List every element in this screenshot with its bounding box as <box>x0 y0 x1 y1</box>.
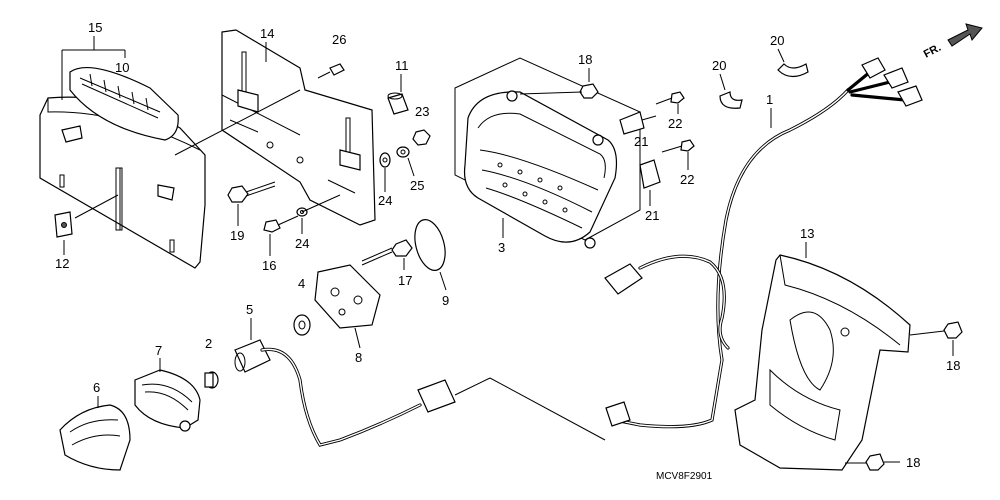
direction-label: FR. <box>922 42 943 61</box>
splash-guard-13: 13 <box>734 226 911 471</box>
bulb-2: 2 <box>204 336 219 389</box>
seal-ring <box>293 314 311 336</box>
washer-24a: 24 <box>378 152 392 208</box>
callout-label: 2 <box>205 336 212 351</box>
leader-line <box>174 89 301 156</box>
callout-label: 25 <box>410 178 424 193</box>
callout-label: 21 <box>634 134 648 149</box>
gasket-9: 9 <box>414 219 449 308</box>
callout-label: 20 <box>770 33 784 48</box>
front-direction-arrow: FR. <box>922 23 983 61</box>
callout-label: 9 <box>442 293 449 308</box>
callout-label: 17 <box>398 273 412 288</box>
washer-24b: 24 <box>295 207 309 251</box>
callout-label: 4 <box>298 276 305 291</box>
diagram-code: MCV8F2901 <box>656 471 713 482</box>
callout-label: 12 <box>55 256 69 271</box>
leader-line <box>74 194 119 219</box>
callout-label: 11 <box>395 58 409 73</box>
screw-22b: 22 <box>661 139 695 187</box>
bolt-18-right: 18 <box>909 321 963 373</box>
washer-25: 25 <box>396 146 424 193</box>
callout-label: 21 <box>645 208 659 223</box>
callout-label: 3 <box>498 240 505 255</box>
bulb-socket-5: 5 <box>234 302 456 447</box>
leader-line <box>489 377 606 441</box>
clamp-20b: 20 <box>770 33 809 78</box>
lens-6: 6 <box>59 380 131 471</box>
callout-label: 22 <box>668 116 682 131</box>
callout-label: 24 <box>378 193 392 208</box>
callout-label: 14 <box>260 26 274 41</box>
clip-21b: 21 <box>639 159 661 223</box>
callout-label: 15 <box>88 20 102 35</box>
callout-label: 26 <box>332 32 346 47</box>
callout-label: 22 <box>680 172 694 187</box>
taillight-assembly-3: 3 <box>454 57 641 255</box>
screw-16: 16 <box>262 215 299 273</box>
callout-label: 1 <box>766 92 773 107</box>
light-housing-7: 7 <box>134 343 201 432</box>
bolt-19: 19 <box>227 181 276 243</box>
bolt-26: 26 <box>317 32 346 79</box>
callout-label: 18 <box>946 358 960 373</box>
collar-11: 11 <box>387 58 409 115</box>
license-light-lens <box>69 66 179 141</box>
callout-label: 5 <box>246 302 253 317</box>
taillight-sub-harness <box>604 254 730 350</box>
callout-label: 6 <box>93 380 100 395</box>
callout-15: 15 <box>61 20 126 100</box>
nut-23: 23 <box>412 104 431 146</box>
callout-label: 18 <box>578 52 592 67</box>
callout-label: 19 <box>230 228 244 243</box>
license-bracket-14: 14 <box>221 26 376 226</box>
callout-label: 7 <box>155 343 162 358</box>
bolt-17: 17 <box>361 239 413 288</box>
callout-label: 24 <box>295 236 309 251</box>
callout-label: 23 <box>415 104 429 119</box>
leader-line <box>454 377 491 396</box>
callout-label: 10 <box>115 60 129 75</box>
leader-line <box>301 194 341 213</box>
clamp-20a: 20 <box>712 58 743 109</box>
callout-label: 16 <box>262 258 276 273</box>
bracket-8: 8 <box>314 264 381 365</box>
callout-label: 18 <box>906 455 920 470</box>
bolt-18-bottom: 18 <box>845 453 920 471</box>
callout-label: 20 <box>712 58 726 73</box>
callout-label: 13 <box>800 226 814 241</box>
clip-nut-12: 12 <box>54 211 73 271</box>
wire-harness-1: 1 <box>605 57 923 429</box>
callout-label: 8 <box>355 350 362 365</box>
clip-21a: 21 <box>619 111 657 149</box>
bolt-18-top: 18 <box>519 52 599 99</box>
screw-22a: 22 <box>655 91 685 131</box>
